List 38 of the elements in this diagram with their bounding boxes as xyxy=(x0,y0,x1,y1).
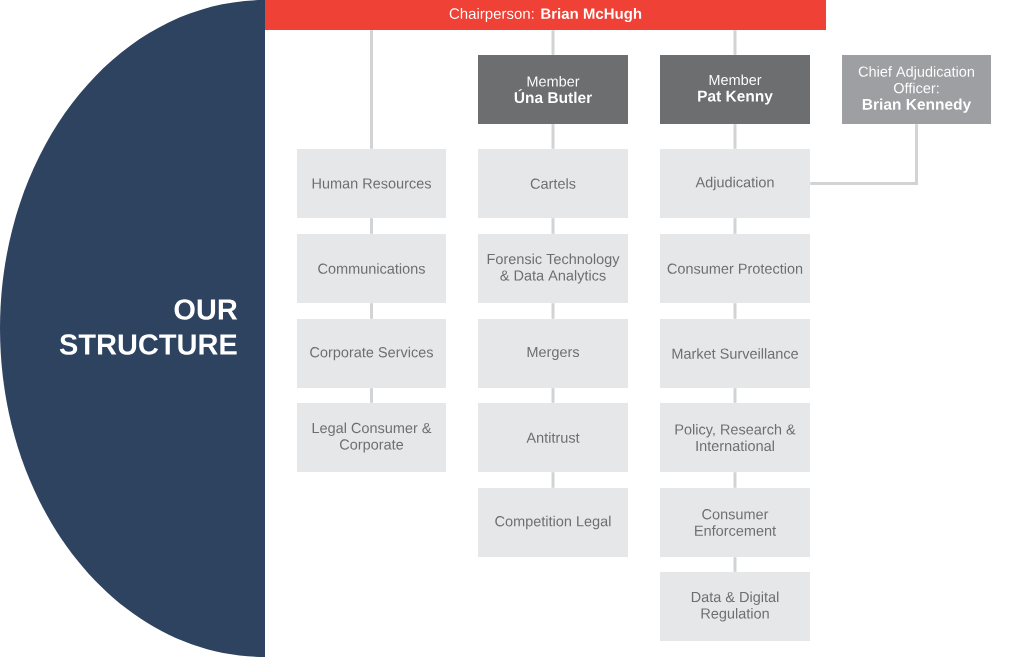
unit-box: Consumer Enforcement xyxy=(660,488,810,557)
connector-line xyxy=(551,124,555,149)
connector-line xyxy=(551,472,555,488)
connector-line xyxy=(370,30,373,149)
chairperson-banner: Chairperson: Brian McHugh xyxy=(265,0,826,30)
connector-line xyxy=(551,303,555,319)
unit-box: Policy, Research & International xyxy=(660,403,810,472)
connector-line xyxy=(370,388,373,403)
unit-box: Consumer Protection xyxy=(660,234,810,303)
unit-box: Adjudication xyxy=(660,149,810,218)
connector-line xyxy=(370,303,373,319)
connector-line xyxy=(733,472,737,488)
connector-line xyxy=(810,124,918,185)
connector-line xyxy=(733,388,737,403)
unit-box: Legal Consumer & Corporate xyxy=(297,403,446,472)
unit-box: Communications xyxy=(297,234,446,303)
member-box: Member Pat Kenny xyxy=(660,55,810,124)
unit-box: Data & Digital Regulation xyxy=(660,572,810,641)
half-circle-panel: OUR STRUCTURE xyxy=(0,0,265,657)
connector-line xyxy=(733,557,737,572)
unit-box: Corporate Services xyxy=(297,319,446,388)
connector-line xyxy=(551,388,555,403)
connector-line xyxy=(551,218,555,234)
unit-box: Competition Legal xyxy=(478,488,628,557)
connector-line xyxy=(370,218,373,234)
unit-box: Human Resources xyxy=(297,149,446,218)
unit-box: Cartels xyxy=(478,149,628,218)
unit-box: Forensic Technology & Data Analytics xyxy=(478,234,628,303)
unit-box: Mergers xyxy=(478,319,628,388)
connector-line xyxy=(733,124,737,149)
officer-box: Chief Adjudication Officer: Brian Kennedy xyxy=(842,55,991,124)
connector-line xyxy=(733,30,737,55)
connector-line xyxy=(551,30,555,55)
unit-box: Antitrust xyxy=(478,403,628,472)
unit-box: Market Surveillance xyxy=(660,319,810,388)
connector-line xyxy=(733,218,737,234)
connector-line xyxy=(733,303,737,319)
member-box: Member Úna Butler xyxy=(478,55,628,124)
